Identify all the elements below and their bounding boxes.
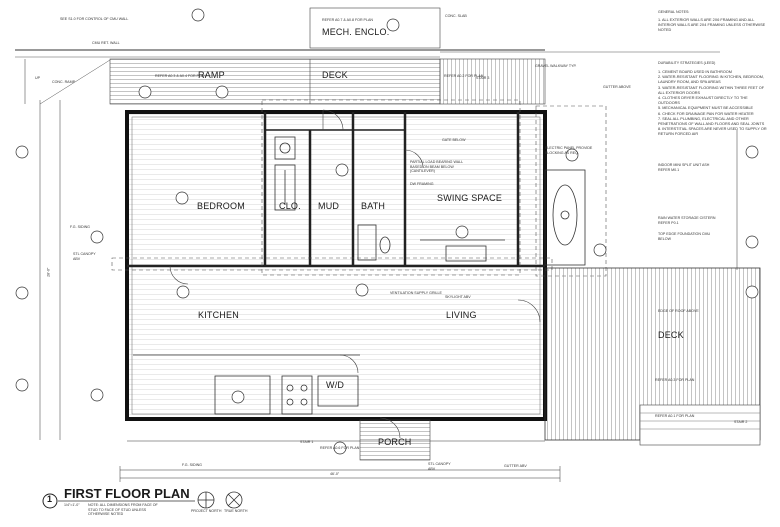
- section-markers: [15, 8, 759, 455]
- room-label-deck-east: DECK: [658, 330, 684, 340]
- dimension-lines: [39, 100, 738, 482]
- callout-stair-upper: STAIR 3: [476, 76, 490, 80]
- room-label-wd: W/D: [326, 380, 345, 390]
- callout-gutter-above: GUTTER ABOVE: [603, 85, 631, 89]
- dimension-overall-width: 46'-0": [330, 472, 340, 476]
- callout-indoor-unit: INDOOR MINI SPLIT UNIT ASH REFER M0.1: [658, 163, 710, 172]
- durability-note: 1. CEMENT BOARD USED IN BATHROOM: [658, 70, 732, 74]
- true-north-label: TRUE NORTH: [224, 509, 248, 513]
- callout-gravel-walkway: GRAVEL WALKWAY TYP.: [535, 64, 577, 68]
- project-north-label: PROJECT NORTH: [191, 509, 222, 513]
- room-label-mech-enclosure: MECH. ENCLO.: [322, 27, 390, 37]
- room-label-mud: MUD: [318, 201, 340, 211]
- room-label-swing-space: SWING SPACE: [437, 193, 503, 203]
- fixtures: [133, 136, 586, 415]
- east-deck: [544, 267, 761, 446]
- callout-conc-slab: CONC. SLAB: [445, 14, 467, 18]
- drawing-scale: 1/4"=1'-0": [64, 503, 80, 507]
- general-notes-title: GENERAL NOTES:: [658, 10, 690, 14]
- durability-note: 2. WATER-RESISTANT FLOORING IN KITCHEN, …: [658, 75, 764, 85]
- callout-rain-water: RAIN WATER STORAGE CISTERN REFER P0.1: [658, 216, 716, 225]
- room-label-porch: PORCH: [378, 437, 412, 447]
- callout-fg-siding: F.G. SIDING: [182, 463, 202, 467]
- callout-refer-mech: REFER A0.7 & A0.8 FOR PLAN: [322, 18, 373, 22]
- durability-note: 5. MECHANICAL EQUIPMENT MUST BE ACCESSIB…: [658, 106, 754, 111]
- durability-note: 4. CLOTHES DRYER EXHAUST DIRECTLY TO THE…: [658, 96, 748, 106]
- durability-notes-list: 1. CEMENT BOARD USED IN BATHROOM 2. WATE…: [658, 70, 768, 138]
- callout-refer-porch: REFER A0.6 FOR PLAN: [320, 446, 360, 450]
- callout-up: UP: [35, 76, 40, 80]
- callout-stl-canopy: STL CANOPY ABV: [428, 462, 451, 471]
- callout-fg-siding-west: F.G. SIDING: [70, 225, 90, 229]
- room-label-bedroom: BEDROOM: [197, 201, 245, 211]
- callout-stair-1: STAIR 1: [300, 440, 314, 444]
- callout-refer-deck: REFER A0.3 FOR PLAN: [655, 378, 695, 382]
- callout-skylight: SKYLIGHT ABV: [445, 295, 471, 299]
- callout-cmu-ret-wall: CMU RET. WALL: [92, 41, 120, 45]
- north-ramp-deck: [15, 7, 546, 105]
- callout-gutter-abv: GUTTER ABV: [504, 464, 527, 468]
- durability-note: 3. WATER-RESISTANT FLOORING WITHIN THREE…: [658, 85, 765, 95]
- general-note-1: 1. ALL EXTERIOR WALLS ARE 2X6 FRAMING AN…: [658, 18, 766, 33]
- room-label-deck-north: DECK: [322, 70, 348, 80]
- room-label-living: LIVING: [446, 310, 477, 320]
- callout-conc-ramp: CONC. RAMP: [52, 80, 75, 84]
- callout-electric-panel: ELECTRIC PANEL PROVIDE BLOCKING AS REQ.: [545, 146, 593, 155]
- room-label-ramp: RAMP: [198, 70, 225, 80]
- north-arrow-icon: [197, 491, 243, 509]
- callout-stl-canopy-west: STL CANOPY ABV: [73, 252, 96, 261]
- callout-cmu-wall: SEE S1.0 FOR CONTROL OF CMU WALL: [60, 17, 129, 21]
- callout-ventilation: VENTILATION SUPPLY GRILLE: [390, 291, 442, 295]
- callout-refer-ramp: REFER A0.3 & A0.4 FOR PLAN: [155, 74, 206, 78]
- callout-dw-framing: DW FRAMING: [410, 182, 434, 186]
- durability-note: 8. INTERSTITIAL SPACES ARE NEVER USED TO…: [658, 127, 767, 137]
- drawing-number-bubble: [42, 493, 58, 509]
- room-label-kitchen: KITCHEN: [198, 310, 239, 320]
- drawing-number: 1: [47, 494, 53, 504]
- drawing-title: FIRST FLOOR PLAN: [64, 486, 190, 501]
- callout-stair-2: STAIR 2: [734, 420, 748, 424]
- callout-refer-stair: REFER A0.2 FOR PLAN: [444, 74, 484, 78]
- callout-top-foundation: TOP EDGE FOUNDATION CMU BELOW: [658, 232, 711, 241]
- durability-title: DURABILITY STRATEGIES (LEED): [658, 61, 716, 65]
- room-label-closet: CLO.: [279, 201, 301, 211]
- callout-partial-load-wall: PARTIAL LOAD BEARING WALL BASED ON BEAM …: [410, 160, 463, 174]
- callout-refer-stair1: REFER A0.1 FOR PLAN: [655, 414, 695, 418]
- durability-note: 7. SEAL ALL PLUMBING, ELECTRICAL AND OTH…: [658, 116, 765, 127]
- durability-note: 6. CHECK FOR DRAINAGE PAN FOR WATER HEAT…: [658, 111, 754, 116]
- dimension-overall-depth: 28'-0": [46, 267, 51, 277]
- room-label-bath: BATH: [361, 201, 386, 211]
- callout-edge-roof: EDGE OF ROOF ABOVE: [658, 309, 699, 313]
- callout-gate-below: GATE BELOW: [442, 138, 466, 142]
- interior-walls: [127, 112, 545, 268]
- dimension-note: NOTE: ALL DIMENSIONS FROM FACE OF STUD T…: [88, 503, 158, 517]
